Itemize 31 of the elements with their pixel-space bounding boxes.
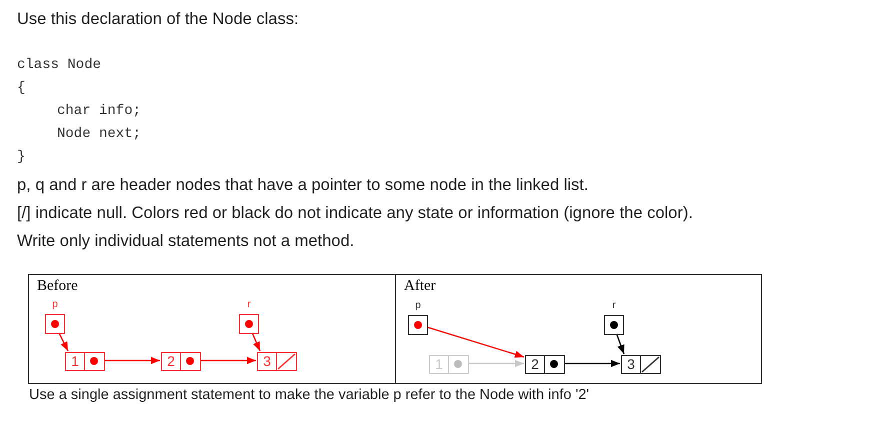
instruction-text: [/] indicate null. Colors red or black do not indicate any state or information (ignore the color). [17, 204, 693, 223]
code-line: Node next; [57, 126, 142, 142]
variable-name: r [611, 300, 617, 312]
variable-name: p [414, 300, 422, 312]
info-cell: 2 [525, 355, 545, 374]
code-line: class Node [17, 57, 102, 73]
arrow [426, 326, 524, 358]
info-cell: 3 [621, 355, 641, 374]
panel-heading: Before [37, 278, 78, 295]
info-cell: 2 [161, 352, 181, 371]
caption: Use a single assignment statement to make the variable p refer to the Node with info '2' [29, 387, 590, 403]
code-line: { [17, 80, 26, 96]
variable-name: p [51, 299, 59, 311]
panel-heading: After [404, 278, 436, 295]
variable-name: r [246, 299, 252, 311]
diagram-panel [28, 274, 396, 384]
info-cell: 1 [65, 352, 85, 371]
instruction-text: Write only individual statements not a method. [17, 232, 354, 251]
code-line: char info; [57, 103, 142, 119]
arrow [252, 332, 261, 352]
info-cell: 3 [257, 352, 277, 371]
arrow [468, 360, 524, 368]
instruction-text: p, q and r are header nodes that have a pointer to some node in the linked list. [17, 176, 588, 195]
diagram-panel [395, 274, 762, 384]
instruction-text: Use this declaration of the Node class: [17, 10, 299, 29]
arrow [564, 360, 620, 368]
arrow [104, 356, 160, 364]
arrow [200, 356, 256, 364]
arrow [616, 334, 625, 354]
arrow [58, 332, 69, 352]
code-line: } [17, 149, 26, 165]
